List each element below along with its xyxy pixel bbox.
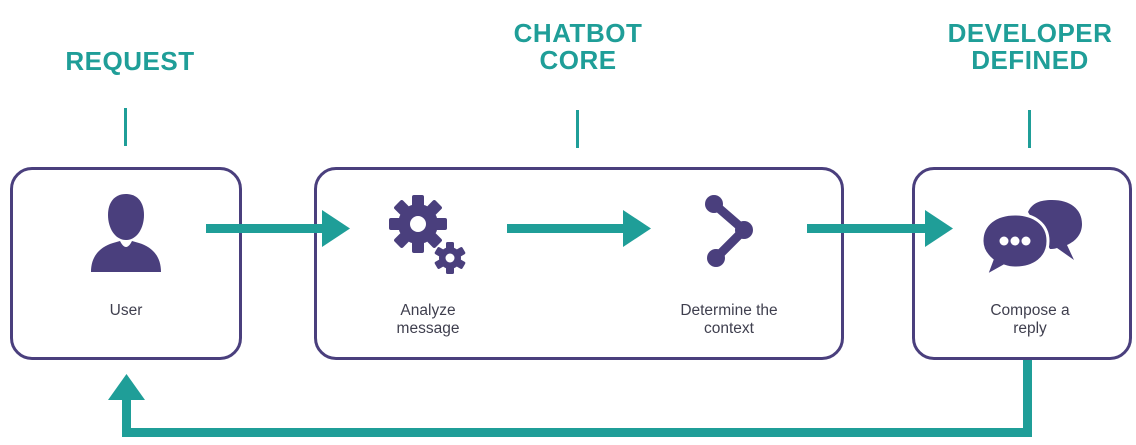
speech-bubbles-icon	[980, 200, 1082, 278]
arrow-analyze-to-context-head	[623, 210, 651, 247]
return-loop-arrowhead	[108, 374, 145, 400]
arrow-user-to-analyze-head	[322, 210, 350, 247]
share-nodes-icon	[705, 195, 753, 267]
return-loop-right-down	[1023, 360, 1032, 435]
chatbot-core-box	[314, 167, 844, 360]
heading-developer-defined: DEVELOPER DEFINED	[947, 18, 1113, 75]
return-loop-left-up	[122, 398, 131, 437]
arrow-context-to-reply-head	[925, 210, 953, 247]
step-label-reply: Compose a reply	[990, 302, 1070, 337]
arrow-analyze-to-context-shaft	[507, 224, 625, 233]
step-label-analyze: Analyze message	[396, 302, 460, 337]
heading-request: REQUEST	[65, 46, 195, 76]
return-loop-bottom	[122, 428, 1032, 437]
step-label-context: Determine the context	[680, 302, 778, 337]
heading-developer-stem	[1028, 110, 1031, 148]
step-label-user: User	[109, 302, 143, 319]
heading-core-stem	[576, 110, 579, 148]
arrow-user-to-analyze-shaft	[206, 224, 324, 233]
user-silhouette-icon	[91, 194, 161, 272]
heading-chatbot-core: CHATBOT CORE	[513, 18, 643, 75]
arrow-context-to-reply-shaft	[807, 224, 927, 233]
gears-icon	[389, 195, 466, 274]
heading-request-stem	[124, 108, 127, 146]
